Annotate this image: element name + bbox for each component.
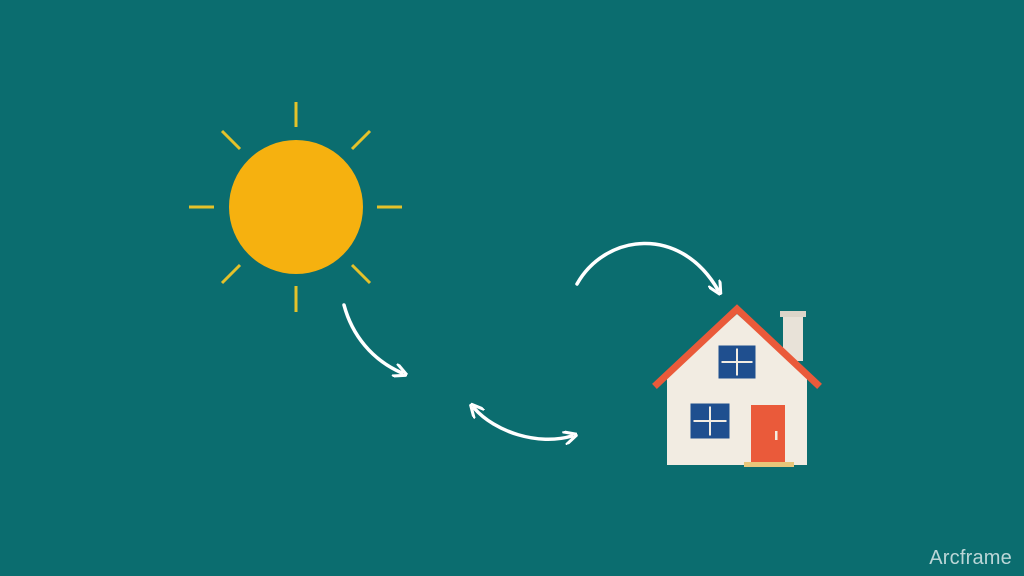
curved-arrow-icon <box>575 241 718 290</box>
sun-ray <box>220 129 242 151</box>
double-headed-arrow-icon <box>474 408 572 439</box>
doorstep <box>744 462 794 467</box>
chimney <box>783 311 803 361</box>
window-upper <box>718 345 756 379</box>
sun-ray <box>220 263 242 285</box>
door <box>751 405 785 462</box>
sun-icon <box>189 102 402 312</box>
door-handle <box>775 431 778 440</box>
window-lower <box>690 403 730 439</box>
sun-ray <box>350 263 372 285</box>
chimney-cap <box>780 311 806 317</box>
curved-arrow-icon <box>342 303 402 373</box>
house-icon <box>652 304 822 467</box>
sun-ray <box>350 129 372 151</box>
sun-disc <box>229 140 363 274</box>
watermark-text: Arcframe <box>929 547 1012 569</box>
roof-trim <box>652 304 822 389</box>
sun-rays <box>189 102 402 312</box>
